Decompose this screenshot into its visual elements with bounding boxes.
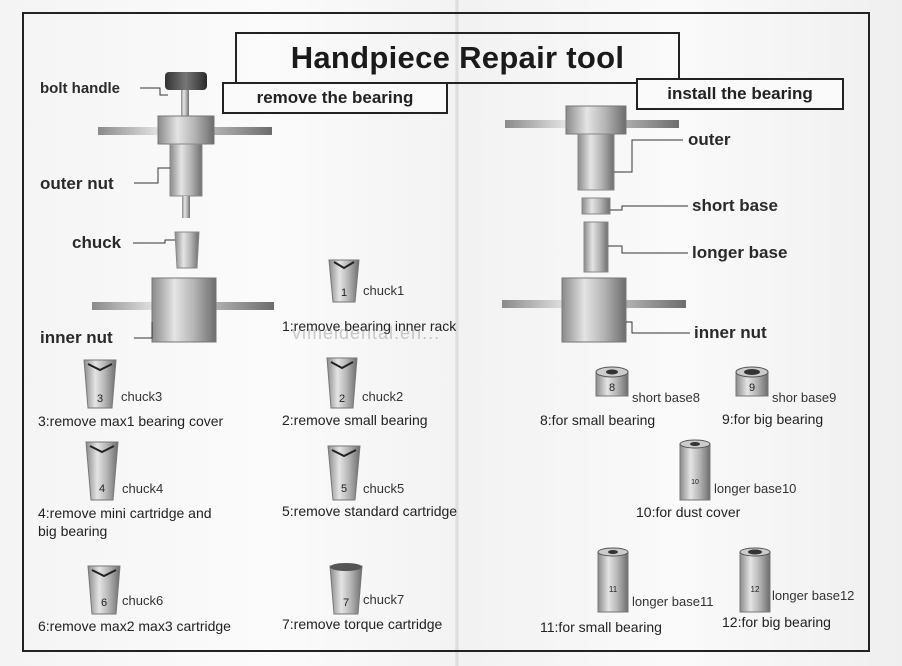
left-inner-nut-label: inner nut: [40, 328, 113, 347]
longer-base-label: longer base: [692, 243, 788, 262]
leader-lines: [133, 87, 690, 339]
chuck2-caption: 2:remove small bearing: [282, 412, 428, 428]
base11-number: 11: [609, 585, 618, 594]
short-base8-image: [595, 366, 629, 397]
chuck1-image: [328, 259, 360, 303]
base10-number: 10: [691, 479, 699, 486]
chuck4-number: 4: [99, 483, 105, 495]
paper-fold: [455, 0, 459, 666]
right-assembly-outer: [505, 105, 679, 191]
base9-caption: 9:for big bearing: [722, 411, 824, 427]
chuck5-number: 5: [341, 483, 347, 495]
chuck2-number: 2: [339, 393, 345, 405]
chuck7-caption: 7:remove torque cartridge: [282, 616, 443, 632]
base8-caption: 8:for small bearing: [540, 412, 656, 428]
bolt-handle-label: bolt handle: [40, 80, 120, 97]
left-assembly-chuck: [174, 231, 200, 269]
chuck3-number: 3: [97, 393, 103, 405]
short-base-label: short base: [692, 196, 778, 215]
chuck3-caption: 3:remove max1 bearing cover: [38, 413, 224, 429]
chuck7-number: 7: [343, 597, 349, 609]
base8-label: short base8: [632, 390, 700, 405]
left-assembly-inner-nut: [92, 277, 274, 343]
base10-label: longer base10: [714, 481, 797, 496]
remove-section-header: remove the bearing: [222, 82, 448, 114]
left-assembly-outer-nut: [98, 115, 272, 218]
longer-base11-image: [597, 547, 629, 613]
chuck6-image: [87, 565, 121, 615]
chuck6-label: chuck6: [122, 593, 164, 608]
chuck6-caption: 6:remove max2 max3 cartridge: [38, 618, 231, 634]
left-assembly-bolt-handle: [165, 72, 207, 118]
base9-number: 9: [749, 382, 755, 394]
chuck1-caption: 1:remove bearing inner rack: [282, 318, 457, 334]
right-inner-nut-label: inner nut: [694, 323, 767, 342]
chuck4-image: [85, 441, 119, 501]
chuck7-label: chuck7: [363, 592, 405, 607]
base11-caption: 11:for small bearing: [540, 619, 662, 635]
outer-nut-label: outer nut: [40, 174, 114, 193]
chuck7-image: [329, 563, 363, 615]
chuck2-image: [326, 357, 358, 409]
base12-label: longer base12: [772, 588, 855, 603]
base9-label: shor base9: [772, 390, 837, 405]
page-title: Handpiece Repair tool: [290, 40, 625, 75]
part-numbers: 1 2 3 4 5 6 7 8 9 10 11 12: [97, 287, 760, 609]
base10-caption: 10:for dust cover: [636, 504, 741, 520]
title-box: Handpiece Repair tool: [235, 32, 680, 84]
chuck4-label: chuck4: [122, 481, 164, 496]
base11-label: longer base11: [632, 594, 714, 609]
chuck3-image: [83, 359, 117, 409]
chuck4-caption: 4:remove mini cartridge and big bearing: [38, 505, 212, 539]
chuck-label: chuck: [72, 233, 122, 252]
outer-label: outer: [688, 130, 731, 149]
longer-base12-image: [739, 547, 771, 613]
right-assembly-short-base: [581, 197, 611, 215]
chuck5-caption: 5:remove standard cartridge: [282, 503, 458, 519]
watermark: vimeldental.en...: [292, 323, 441, 343]
chuck5-label: chuck5: [363, 481, 405, 496]
base12-caption: 12:for big bearing: [722, 614, 831, 630]
chuck5-image: [327, 445, 361, 501]
base12-number: 12: [751, 585, 760, 594]
chuck3-label: chuck3: [121, 389, 163, 404]
chuck1-label: chuck1: [363, 283, 405, 298]
base8-number: 8: [609, 382, 615, 394]
right-assembly-longer-base: [583, 221, 609, 273]
chuck1-number: 1: [341, 287, 347, 299]
chuck2-label: chuck2: [362, 389, 404, 404]
short-base9-image: [735, 366, 769, 397]
right-assembly-inner-nut: [502, 277, 686, 343]
page-border: [22, 12, 870, 652]
longer-base10-image: [679, 439, 711, 501]
chuck6-number: 6: [101, 597, 107, 609]
install-section-header: install the bearing: [636, 78, 844, 110]
